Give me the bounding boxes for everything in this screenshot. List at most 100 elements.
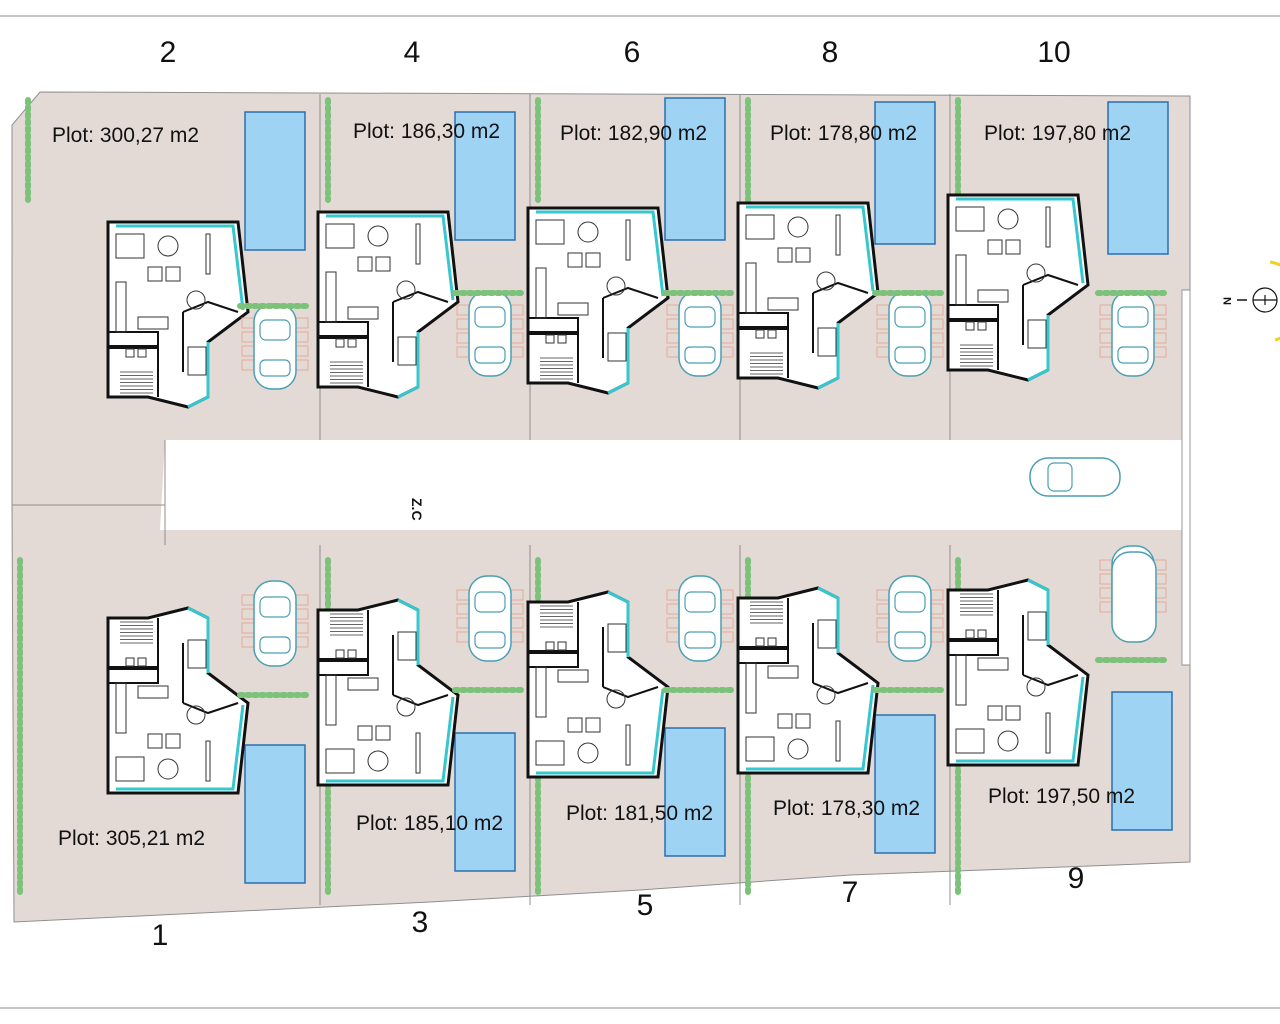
street-surface xyxy=(160,440,1185,530)
car-windshield xyxy=(259,596,291,618)
toilet xyxy=(545,334,555,344)
house xyxy=(316,210,460,399)
glass-facade xyxy=(817,586,840,653)
street-car-window xyxy=(1047,462,1073,492)
sofa xyxy=(115,756,145,782)
dining-table xyxy=(606,276,626,296)
car-rear-window xyxy=(474,631,506,649)
sink xyxy=(347,338,357,348)
plot-number: 7 xyxy=(842,876,859,909)
plot-area-label: Plot: 178,30 m2 xyxy=(773,797,920,820)
armchair xyxy=(577,221,599,243)
toilet xyxy=(965,321,975,331)
house xyxy=(736,201,880,390)
kitchen-island xyxy=(977,289,1009,303)
dining-table xyxy=(396,697,416,717)
kitchen-counter xyxy=(535,666,547,718)
toilet xyxy=(125,348,135,358)
lot-divider xyxy=(12,440,166,545)
cabinet xyxy=(1045,712,1051,754)
plot-number: 2 xyxy=(160,36,177,69)
armchair xyxy=(787,216,809,238)
toilet xyxy=(335,338,345,348)
kitchen-counter xyxy=(955,254,967,306)
car-windshield xyxy=(894,306,926,328)
car xyxy=(678,575,722,662)
sofa xyxy=(325,223,355,249)
chair xyxy=(585,717,601,733)
plot-1: 1 Plot: 305,21 m2 xyxy=(17,557,313,952)
pool xyxy=(244,111,306,251)
interior-wall xyxy=(602,686,659,699)
dining-table xyxy=(186,705,206,725)
glass-facade xyxy=(187,606,210,673)
kitchen-counter xyxy=(745,262,757,314)
house xyxy=(946,193,1090,382)
armchair xyxy=(997,730,1019,752)
sofa xyxy=(325,748,355,774)
cabinet xyxy=(205,740,211,782)
plot-area-label: Plot: 197,80 m2 xyxy=(984,122,1131,145)
street-car xyxy=(1029,457,1121,497)
glass-facade xyxy=(187,342,210,409)
street: Z.C xyxy=(409,290,1191,665)
plot-number: 3 xyxy=(412,906,429,939)
plot-area-label: Plot: 305,21 m2 xyxy=(58,827,205,850)
glass-facade xyxy=(817,323,840,390)
plot-number: 5 xyxy=(637,889,654,922)
plot-number: 9 xyxy=(1068,862,1085,895)
chair xyxy=(1005,239,1021,255)
plot-area-label: Plot: 186,30 m2 xyxy=(353,120,500,143)
house xyxy=(526,206,670,395)
sink xyxy=(767,329,777,339)
sink xyxy=(347,649,357,659)
kitchen-counter xyxy=(745,662,757,714)
pool xyxy=(1111,691,1173,831)
kitchen-island xyxy=(767,297,799,311)
plot-area-label: Plot: 185,10 m2 xyxy=(356,812,503,835)
car-rear-window xyxy=(684,346,716,364)
dining-table xyxy=(396,280,416,300)
sofa xyxy=(955,728,985,754)
street-label: Z.C xyxy=(409,498,425,521)
plot-number: 1 xyxy=(152,919,169,952)
kitchen-counter xyxy=(325,271,337,323)
sink xyxy=(137,348,147,358)
toilet xyxy=(965,629,975,639)
chair xyxy=(987,705,1003,721)
plot-number: 4 xyxy=(404,36,421,69)
chair xyxy=(987,239,1003,255)
dining-table xyxy=(186,290,206,310)
pool xyxy=(664,727,726,857)
bed xyxy=(607,332,627,362)
armchair xyxy=(787,738,809,760)
dining-table xyxy=(1026,263,1046,283)
glass-facade xyxy=(397,332,420,399)
kitchen-counter xyxy=(325,674,337,726)
kitchen-island xyxy=(557,669,589,683)
interior-wall xyxy=(182,702,239,715)
chair xyxy=(777,247,793,263)
car-windshield xyxy=(684,591,716,613)
house xyxy=(526,590,670,779)
cabinet xyxy=(415,732,421,774)
interior-wall xyxy=(1022,273,1079,286)
armchair xyxy=(157,758,179,780)
car-windshield xyxy=(684,306,716,328)
kitchen-island xyxy=(557,302,589,316)
chair xyxy=(165,733,181,749)
house xyxy=(946,578,1090,767)
plot-area-label: Plot: 197,50 m2 xyxy=(988,785,1135,808)
car-rear-window xyxy=(894,346,926,364)
plot-number: 6 xyxy=(624,36,641,69)
car xyxy=(888,575,932,662)
bed xyxy=(187,639,207,669)
car-windshield xyxy=(474,306,506,328)
cabinet xyxy=(205,233,211,275)
armchair xyxy=(367,750,389,772)
bed xyxy=(1027,319,1047,349)
cabinet xyxy=(1045,206,1051,248)
